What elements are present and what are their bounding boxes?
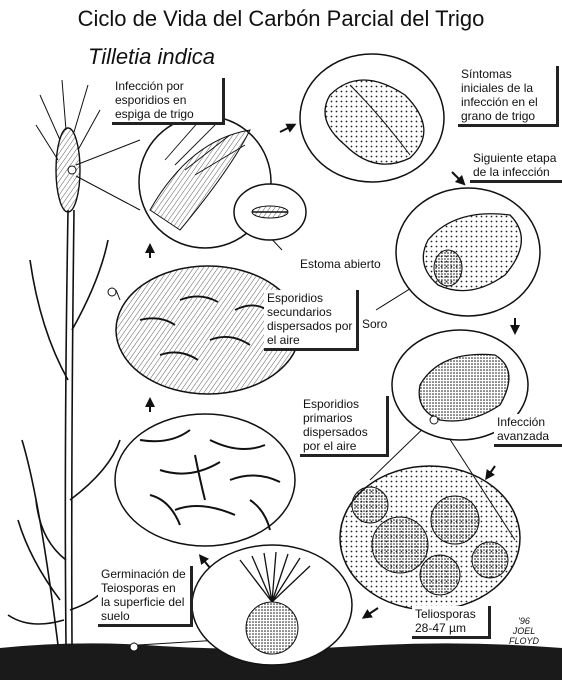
signature-year: '96 — [504, 616, 544, 626]
spike-marker — [68, 166, 76, 174]
signature-last: FLOYD — [504, 636, 544, 646]
label-infection-spike: Infección por esporidios en espiga de tr… — [112, 78, 225, 125]
label-sorus: Soro — [360, 316, 389, 332]
leaf-marker — [108, 288, 116, 296]
soil-marker — [130, 643, 138, 651]
circle-next-stage — [396, 188, 540, 316]
label-teliospores: Teliosporas 28-47 µm — [412, 606, 491, 639]
circle-teliospores — [340, 466, 520, 610]
circle-initial-symptoms — [300, 54, 444, 182]
label-primary-sporidia: Esporidios primarios dispersados por el … — [300, 396, 389, 457]
label-germination: Germinación de Teiosporas en la superfic… — [98, 566, 193, 627]
label-next-stage: Siguiente etapa de la infección — [470, 150, 562, 183]
artist-signature: '96 JOEL FLOYD — [504, 616, 544, 646]
label-initial-symptoms: Síntomas iniciales de la infección en el… — [458, 66, 559, 127]
wheat-spike — [36, 80, 100, 212]
label-open-stoma: Estoma abierto — [298, 256, 383, 272]
circle-primary-sporidia — [115, 414, 295, 546]
signature-first: JOEL — [504, 626, 544, 636]
stoma-inset — [234, 184, 306, 240]
label-secondary-sporidia: Esporidios secundarios dispersados por e… — [264, 290, 359, 351]
circle-germination — [192, 545, 352, 665]
label-advanced-infection: Infección avanzada — [494, 414, 562, 447]
